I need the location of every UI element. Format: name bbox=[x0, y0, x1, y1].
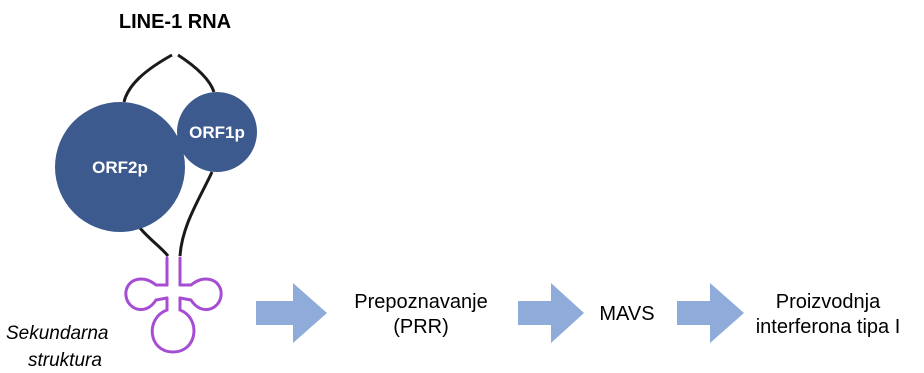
mavs-label: MAVS bbox=[599, 303, 654, 325]
rna-strand-right-upper bbox=[177, 53, 216, 93]
rna-strand-left-upper bbox=[122, 53, 173, 103]
recognition-label-line2: (PRR) bbox=[393, 316, 449, 338]
orf2p-label: ORF2p bbox=[92, 158, 148, 177]
structure-label-line2: struktura bbox=[28, 350, 102, 371]
orf2p-protein: ORF2p bbox=[55, 102, 185, 232]
orf1p-label: ORF1p bbox=[189, 123, 245, 142]
orf2p-circle bbox=[55, 102, 185, 232]
rna-strands bbox=[122, 53, 216, 257]
diagram-title: LINE-1 RNA bbox=[119, 11, 231, 33]
recognition-label-line1: Prepoznavanje bbox=[354, 291, 487, 313]
structure-label-line1: Sekundarna bbox=[6, 323, 108, 344]
interferon-label-line1: Proizvodnja bbox=[776, 291, 881, 313]
arrow-to-recognition bbox=[256, 283, 327, 343]
interferon-label-line2: interferona tipa I bbox=[756, 316, 901, 338]
secondary-structure bbox=[124, 256, 223, 354]
rna-strand-left-lower bbox=[138, 227, 170, 257]
arrow-to-interferon bbox=[677, 283, 744, 343]
orf1p-protein: ORF1p bbox=[177, 92, 257, 172]
structure-loop-bottom bbox=[150, 296, 196, 354]
arrow-to-mavs bbox=[518, 283, 584, 343]
structure-loop-right bbox=[178, 277, 223, 311]
rna-strand-right-lower bbox=[178, 171, 214, 257]
structure-loop-left bbox=[124, 277, 169, 311]
orf1p-circle bbox=[177, 92, 257, 172]
